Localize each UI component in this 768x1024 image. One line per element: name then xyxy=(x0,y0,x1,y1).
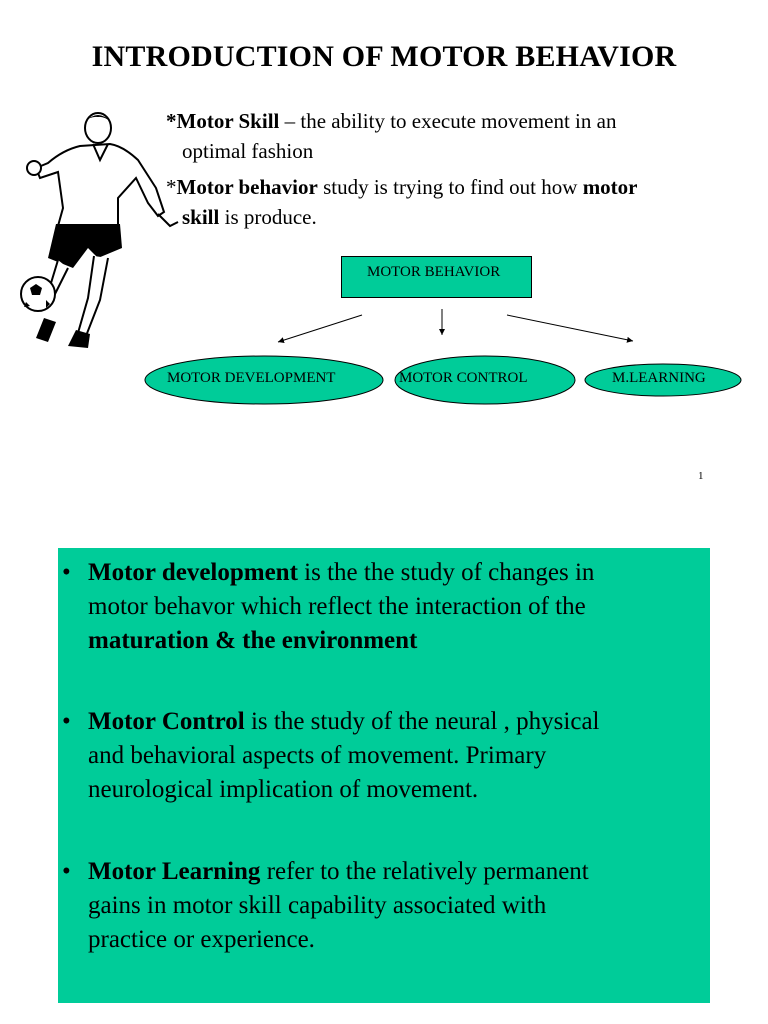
ellipse-motor-development xyxy=(144,355,384,405)
bullet-motor-skill: *Motor Skill – the ability to execute mo… xyxy=(166,109,617,163)
bullet-dot: • xyxy=(62,708,71,735)
diagram-connectors xyxy=(144,309,742,405)
definitions-panel: • Motor development is the the study of … xyxy=(58,548,710,1003)
diagram-root-box: MOTOR BEHAVIOR xyxy=(341,256,532,298)
soccer-player-illustration xyxy=(20,112,179,348)
definition-motor-control: • Motor Control is the study of the neur… xyxy=(58,705,698,807)
definition-motor-development: • Motor development is the the study of … xyxy=(58,556,698,658)
diagram-child-motor-development: MOTOR DEVELOPMENT xyxy=(167,370,336,386)
diagram-child-motor-control: MOTOR CONTROL xyxy=(399,370,528,386)
page-number: 1 xyxy=(698,470,704,482)
definition-motor-learning: • Motor Learning refer to the relatively… xyxy=(58,855,698,957)
slide-title: INTRODUCTION OF MOTOR BEHAVIOR xyxy=(91,40,677,73)
bullet-dot: • xyxy=(62,559,71,586)
diagram-child-motor-learning: M.LEARNING xyxy=(612,370,706,386)
ellipse-motor-learning xyxy=(584,363,742,397)
arrow-to-motor-learning xyxy=(506,314,634,343)
bullet-motor-behavior: *Motor behavior study is trying to find … xyxy=(166,175,638,229)
bullet-dot: • xyxy=(62,858,71,885)
arrow-to-motor-development xyxy=(277,314,363,344)
ellipse-motor-control xyxy=(394,355,576,405)
diagram-root-label: MOTOR BEHAVIOR xyxy=(367,264,501,280)
